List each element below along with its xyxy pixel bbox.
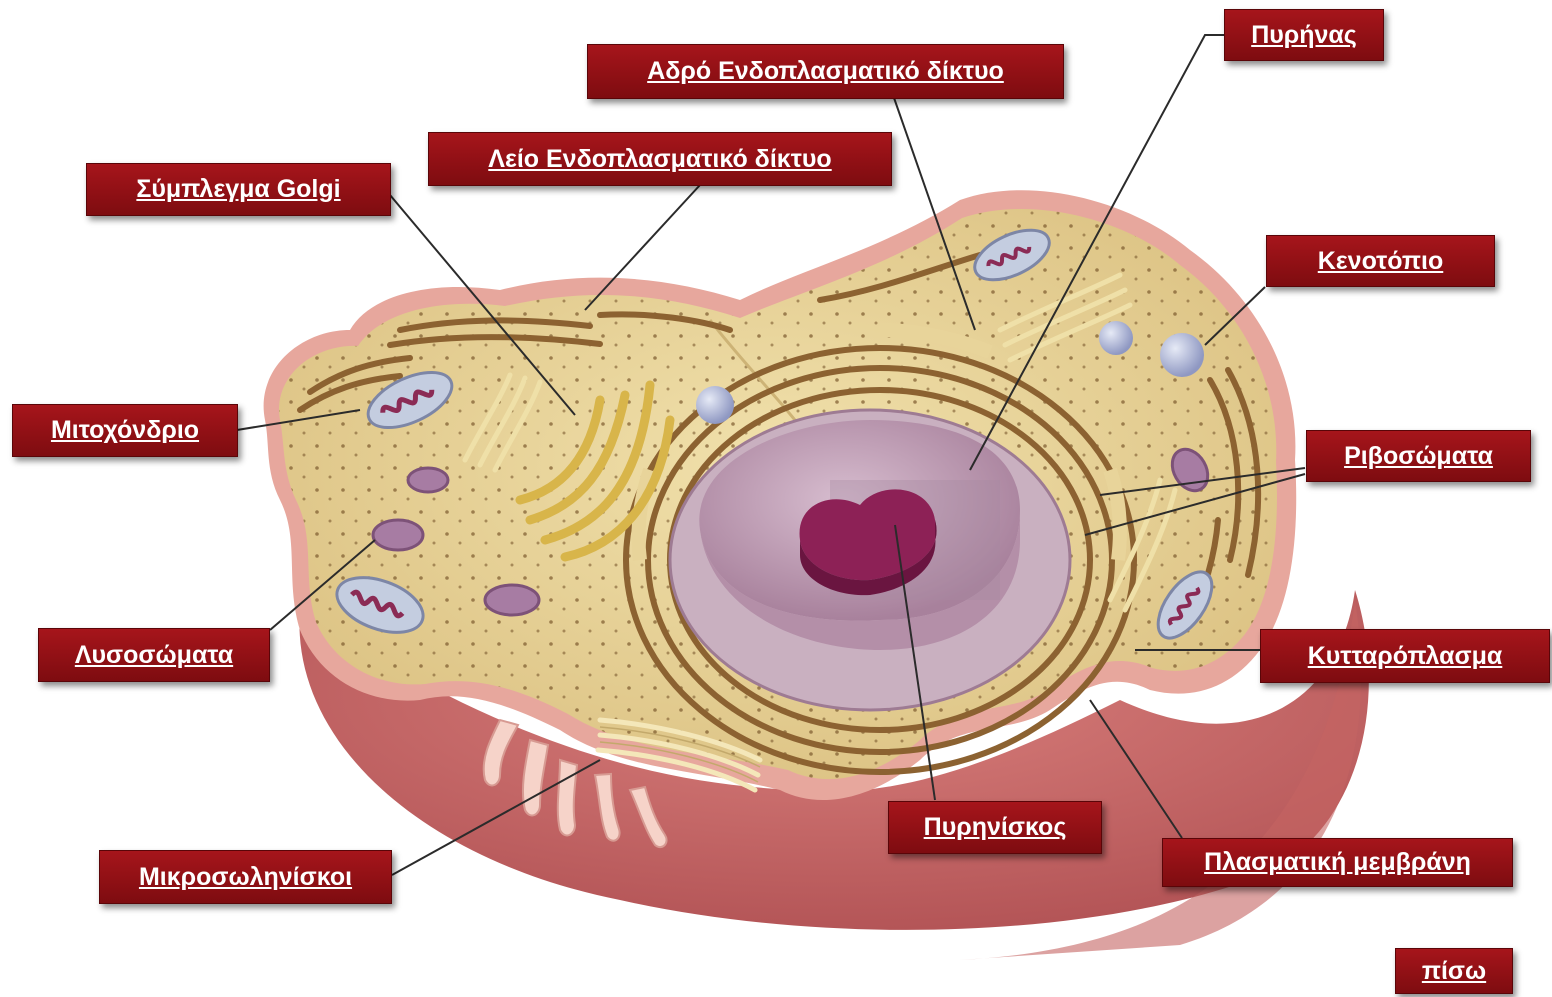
- label-lysosomes[interactable]: Λυσοσώματα: [38, 628, 270, 682]
- nucleus: [670, 410, 1070, 710]
- label-cytoplasm[interactable]: Κυτταρόπλασμα: [1260, 629, 1550, 683]
- label-nucleolus[interactable]: Πυρηνίσκος: [888, 801, 1102, 854]
- label-smooth-er[interactable]: Λείο Ενδοπλασματικό δίκτυο: [428, 132, 892, 186]
- label-mitochondrion[interactable]: Μιτοχόνδριο: [12, 404, 238, 457]
- label-golgi[interactable]: Σύμπλεγμα Golgi: [86, 163, 391, 216]
- back-button[interactable]: πίσω: [1395, 948, 1513, 994]
- label-microtubules[interactable]: Μικροσωληνίσκοι: [99, 850, 392, 904]
- label-plasma-membrane[interactable]: Πλασματική μεμβράνη: [1162, 838, 1513, 887]
- label-rough-er[interactable]: Αδρό Ενδοπλασματικό δίκτυο: [587, 44, 1064, 99]
- label-ribosomes[interactable]: Ριβοσώματα: [1306, 430, 1531, 482]
- label-nucleus[interactable]: Πυρήνας: [1224, 9, 1384, 61]
- label-vacuole[interactable]: Κενοτόπιο: [1266, 235, 1495, 287]
